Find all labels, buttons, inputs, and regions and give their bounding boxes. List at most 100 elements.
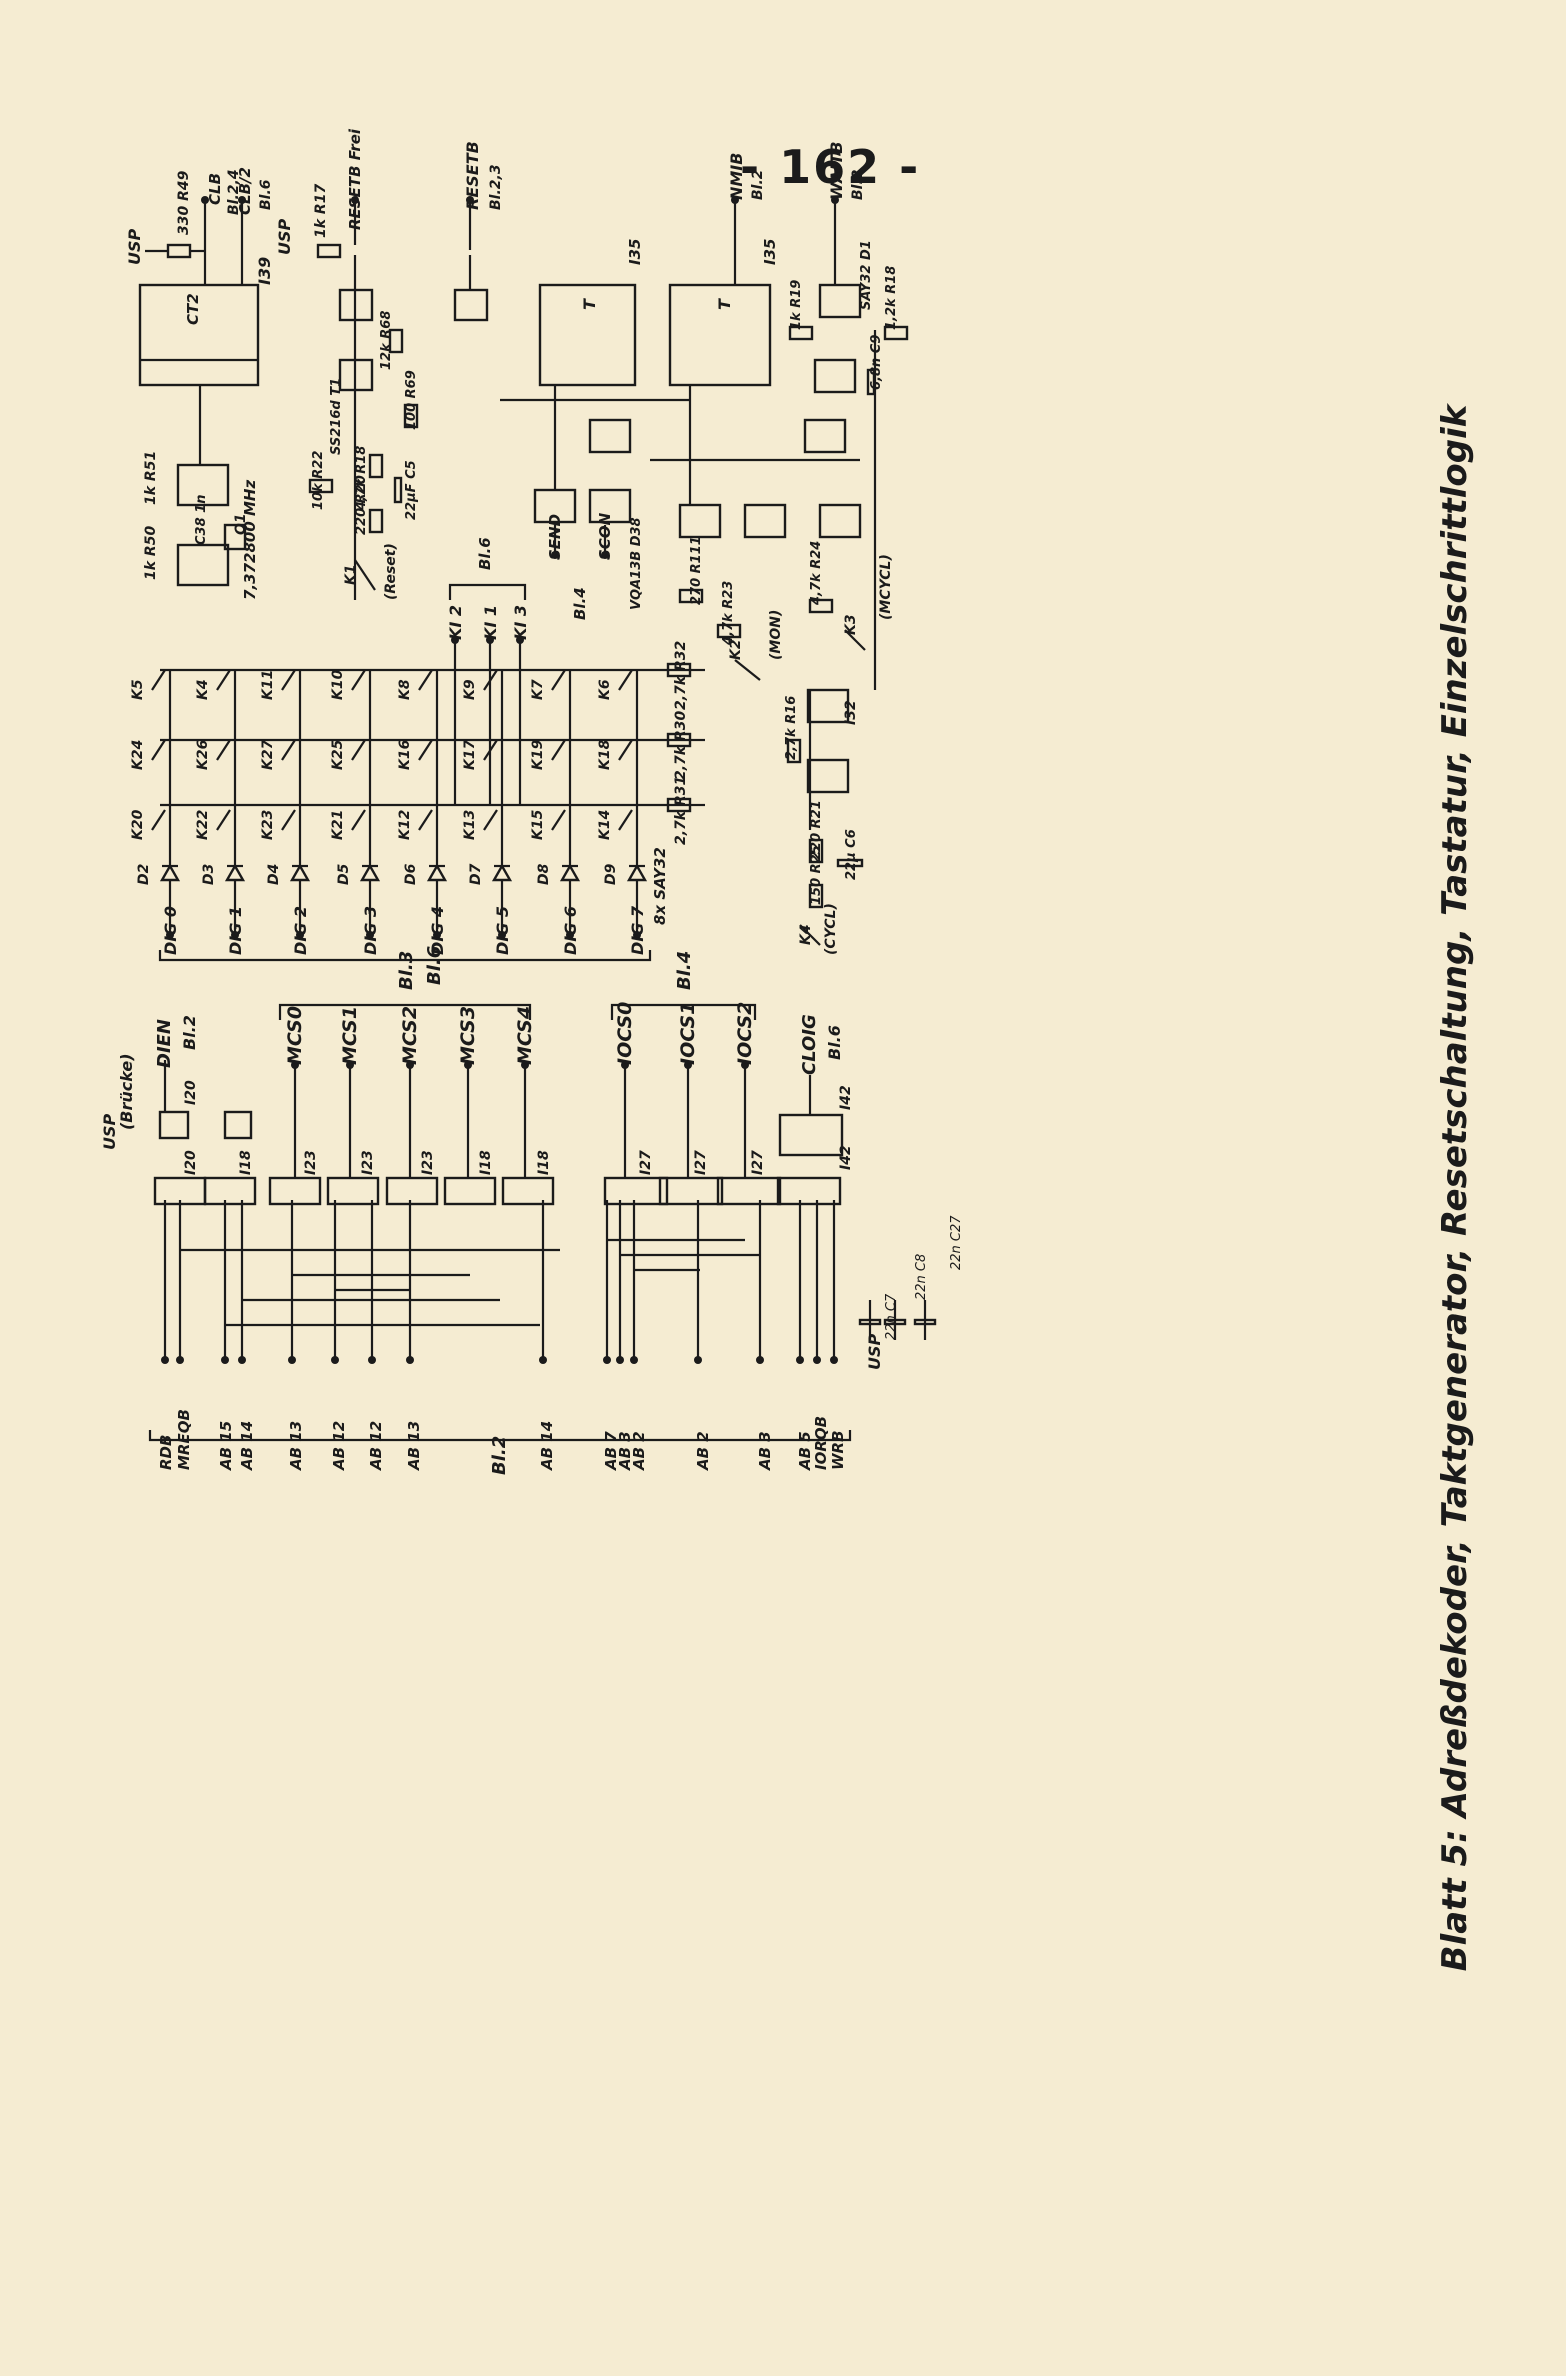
key-switch bbox=[151, 669, 166, 691]
diode bbox=[224, 863, 246, 882]
address-input-label: AB 12 bbox=[330, 1421, 348, 1471]
k1-label: K1 bbox=[343, 564, 359, 585]
gate-ic-label: I42 bbox=[838, 1145, 854, 1170]
key-label: K14 bbox=[597, 810, 613, 840]
key-switch bbox=[281, 809, 296, 831]
sheet-brace bbox=[148, 1430, 852, 1442]
junction-dot bbox=[351, 196, 359, 204]
diode-label: D7 bbox=[468, 863, 484, 885]
capacitor bbox=[866, 368, 876, 396]
key-label: K12 bbox=[397, 810, 413, 840]
osc-nand-gate bbox=[176, 543, 230, 587]
mcs-select-label: MCS0 bbox=[284, 1006, 306, 1065]
r24-label: 4,7k R24 bbox=[809, 541, 824, 606]
junction-dot bbox=[231, 931, 239, 939]
reset-gate bbox=[453, 288, 489, 322]
junction-dot bbox=[830, 1356, 838, 1364]
c27-label: 22n C27 bbox=[949, 1215, 964, 1270]
junction-dot bbox=[166, 931, 174, 939]
junction-dot bbox=[201, 196, 209, 204]
junction-dot bbox=[221, 1356, 229, 1364]
mcs-select-label: MCS3 bbox=[457, 1006, 479, 1065]
key-switch bbox=[418, 739, 433, 761]
cycl-label: (CYCL) bbox=[823, 903, 839, 955]
resistor bbox=[808, 598, 834, 614]
junction-dot bbox=[539, 1356, 547, 1364]
capacitor bbox=[836, 858, 864, 868]
key-label: K10 bbox=[330, 669, 346, 700]
gate-ic-label: I27 bbox=[693, 1150, 709, 1175]
junction-dot bbox=[566, 931, 574, 939]
junction-dot bbox=[630, 1356, 638, 1364]
resistor bbox=[808, 883, 824, 909]
junction-dot bbox=[684, 1061, 692, 1069]
key-switch bbox=[351, 669, 366, 691]
junction-dot bbox=[368, 1356, 376, 1364]
capacitor bbox=[913, 1318, 937, 1326]
address-input-label: AB 5 bbox=[796, 1431, 814, 1471]
r23-label: 4,7k R23 bbox=[721, 581, 736, 646]
junction-dot bbox=[406, 1356, 414, 1364]
mcs-select-label: MCS1 bbox=[339, 1006, 361, 1065]
resistor bbox=[666, 732, 692, 748]
key-switch bbox=[618, 739, 633, 761]
diode bbox=[426, 863, 448, 882]
junction-dot bbox=[621, 1061, 629, 1069]
cloig-ref: Bl.6 bbox=[825, 1025, 844, 1060]
clb2-label: CLB/2 bbox=[236, 167, 254, 215]
gate-ic-label: I27 bbox=[750, 1150, 766, 1175]
address-input-label: MREQB bbox=[175, 1409, 193, 1470]
flipflop-ic bbox=[538, 283, 637, 387]
c6-label: 22µ C6 bbox=[844, 829, 859, 880]
r20-label: 220 R20 bbox=[354, 475, 369, 535]
capacitor bbox=[393, 476, 403, 504]
key-label: K13 bbox=[462, 810, 478, 840]
key-label: K17 bbox=[462, 739, 478, 770]
iocs-select-label: IOCS2 bbox=[734, 1002, 756, 1065]
logic-gate bbox=[743, 503, 787, 539]
diode-label: D6 bbox=[403, 863, 419, 885]
logic-gate bbox=[818, 503, 862, 539]
gate-ic-label: I42 bbox=[838, 1085, 854, 1110]
junction-dot bbox=[466, 196, 474, 204]
digit-label: DIG 3 bbox=[361, 906, 380, 955]
row-resistor-label: 2,7k R31 bbox=[673, 776, 689, 845]
d1-label: SAY32 D1 bbox=[859, 240, 874, 310]
nand-gate bbox=[603, 1176, 669, 1206]
key-label: K5 bbox=[130, 679, 146, 700]
ki-label: KI 2 bbox=[446, 605, 465, 640]
page-number: - 162 - bbox=[740, 140, 921, 194]
key-label: K25 bbox=[330, 739, 346, 770]
c8-label: 22n C8 bbox=[914, 1254, 929, 1300]
sheet-ref-bl6: Bl.6 bbox=[476, 537, 494, 570]
address-input-label: AB 2 bbox=[694, 1431, 712, 1471]
address-input-label: AB 7 bbox=[602, 1431, 620, 1471]
nand-gate bbox=[223, 1110, 253, 1140]
sheet-ref-bl3: Bl.3 bbox=[396, 951, 417, 990]
flipflop-t-label: T bbox=[580, 298, 599, 310]
nand-gate bbox=[776, 1176, 842, 1206]
usp-label: USP bbox=[865, 1333, 884, 1370]
diode-label: D8 bbox=[536, 863, 552, 885]
gate-ic-label: I18 bbox=[478, 1150, 494, 1175]
k3-label: K3 bbox=[843, 614, 859, 635]
key-switch bbox=[551, 669, 566, 691]
step-key-switch bbox=[844, 629, 866, 651]
r21-label: 220 R21 bbox=[809, 800, 824, 860]
row-resistor-label: 2,7k R32 bbox=[673, 641, 689, 710]
mon-key-switch bbox=[734, 659, 761, 681]
cloig-label: CLOIG bbox=[799, 1014, 820, 1075]
reset-key-switch bbox=[354, 559, 376, 591]
gate-ic-label: I18 bbox=[536, 1150, 552, 1175]
digit-label: DIG 2 bbox=[291, 906, 310, 955]
junction-dot bbox=[346, 1061, 354, 1069]
sheet-brace bbox=[158, 950, 652, 962]
ki-label: KI 3 bbox=[511, 605, 530, 640]
reset-ref: Bl.2,3 bbox=[488, 164, 504, 210]
diode bbox=[159, 863, 181, 882]
k1-note: (Reset) bbox=[383, 543, 399, 600]
c9-label: 6,8n C9 bbox=[869, 335, 884, 390]
sheet-ref-bl4: Bl.4 bbox=[571, 587, 589, 620]
junction-dot bbox=[616, 1356, 624, 1364]
